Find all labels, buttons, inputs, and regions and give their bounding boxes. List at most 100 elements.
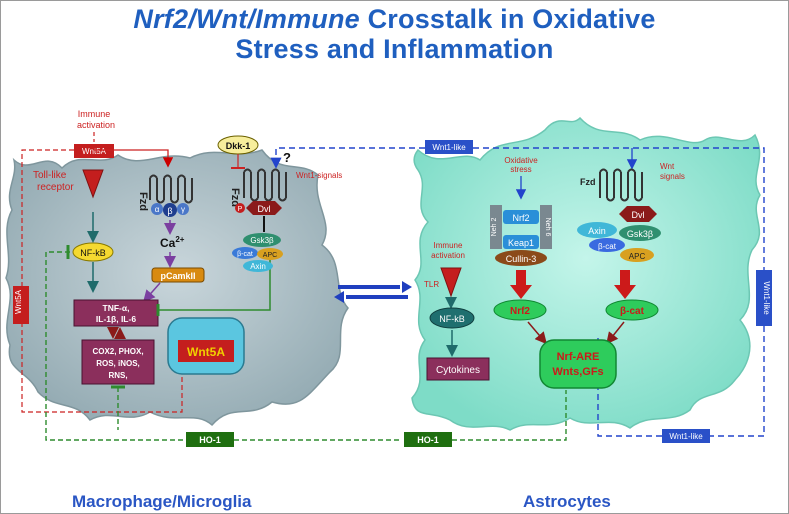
apc-right [620, 248, 654, 262]
keap1-box [503, 235, 539, 249]
astrocyte-nucleus [539, 339, 617, 389]
g-protein-beta [163, 203, 177, 217]
nfkb-left-oval [72, 242, 114, 262]
title-line-1: Nrf2/Wnt/Immune Crosstalk in Oxidative [0, 4, 789, 35]
pcamkii-box [151, 267, 205, 283]
nfkb-right-label: NF-kB [439, 314, 465, 324]
astrocyte-cell-body [411, 116, 761, 431]
bcat-complex-right [589, 238, 625, 252]
g-protein-alpha [151, 203, 163, 215]
fzd-left-label: Fzd [137, 192, 149, 211]
immune-activation-right-2: activation [431, 251, 465, 260]
immune-red-loop [94, 149, 174, 168]
dvl-right [619, 206, 657, 222]
tlr-triangle-left [82, 169, 104, 199]
cullin3-oval [495, 250, 547, 266]
pcamkii-to-cytokines-arrow [143, 282, 161, 303]
ho1-right-box [404, 432, 452, 447]
mediators-line-1: COX2, PHOX, [92, 347, 143, 356]
apc-left-label: APC [263, 252, 277, 259]
wnt5a-nucleus-label: Wnt5A [187, 345, 225, 359]
macrophage-caption: Macrophage/Microglia [72, 492, 252, 511]
nfkb-left-label: NF-kB [80, 248, 106, 258]
immune-activation-left-label-2: activation [77, 120, 115, 130]
wnt-signals-label-2: signals [660, 172, 685, 181]
nrf2-complex-box [503, 210, 539, 224]
immune-activation-left-label: Immune [78, 109, 111, 119]
green-dashed-nfkb [45, 251, 186, 441]
nrf2-free-label: Nrf2 [510, 306, 530, 317]
wnt5a-top-box [74, 144, 114, 158]
nrf2-red-arrow [510, 270, 532, 299]
wnt1-blue-dashed-bottom-left [597, 338, 662, 437]
neh6-label: Neh 6 [544, 218, 551, 237]
wnt1-blue-dashed-line [270, 147, 425, 169]
axin-left-label: Axin [250, 262, 266, 271]
bcat-to-nucleus-arrow [606, 321, 625, 345]
bcat-red-arrow [614, 270, 636, 299]
tlr-triangle-right [440, 267, 462, 298]
gsk3b-left [243, 233, 281, 247]
wnt5a-nucleus-box [178, 340, 234, 362]
wnt1-blue-dashed-bottom [710, 326, 765, 437]
wnt1-like-side-label: Wnt1-like [762, 281, 771, 315]
fzd-canonical-label: Fzd [229, 188, 241, 207]
neh2-domain [490, 205, 502, 249]
wnt1-signals-label: Wnt1-signals [296, 171, 342, 180]
ho1-left-box [186, 432, 234, 447]
apc-right-label: APC [629, 252, 646, 261]
calcium-label: Ca2+ [160, 235, 185, 250]
wnt1-like-bottom-box [662, 429, 710, 443]
nrf2-complex-label: Nrf2 [512, 213, 529, 223]
wnt5a-side-label: Wnt5A [14, 289, 23, 314]
bcat-complex-right-label: β-cat [598, 242, 617, 251]
exchange-arrow-right-head [402, 281, 412, 293]
wnt5a-red-dashed-loop [21, 149, 183, 413]
fzd-receptor-left [149, 174, 193, 204]
bcat-free-oval [605, 299, 659, 321]
wnt5a-side-box [13, 286, 29, 324]
fzd-receptor-right [599, 168, 643, 202]
mediators-box [81, 339, 155, 385]
exchange-arrow-left-head [334, 291, 344, 303]
ho1-green-dashed-right [452, 390, 567, 441]
tlr-label: TLR [424, 280, 439, 289]
neh2-label: Neh 2 [491, 218, 498, 237]
ho1-left-label: HO-1 [199, 435, 221, 445]
axin-right [577, 222, 617, 238]
title-italic-part: Nrf2/Wnt/Immune [133, 4, 360, 34]
gsk3b-right-label: Gsk3β [627, 229, 653, 239]
il-label: IL-1β, IL-6 [96, 314, 136, 324]
wnt1-like-bottom-label: Wnt1-like [669, 432, 703, 441]
astrocytes-caption: Astrocytes [523, 492, 611, 511]
cytokines-right-label: Cytokines [436, 365, 480, 376]
g-protein-gamma-label: γ [181, 205, 185, 214]
tnf-label: TNF-α, [103, 303, 130, 313]
phospho-left [235, 203, 245, 213]
wnt1-like-top-box [425, 140, 473, 154]
keap1-label: Keap1 [508, 238, 534, 248]
oxidative-stress-label-1: Oxidative [504, 156, 538, 165]
nucleus-right-line-2: Wnts,GFs [552, 366, 603, 378]
title-line-2: Stress and Inflammation [235, 34, 554, 64]
nucleus-right-line-1: Nrf-ARE [557, 351, 600, 363]
axin-right-label: Axin [588, 226, 606, 236]
green-line-left-1 [158, 255, 271, 311]
dvl-left-label: Dvl [258, 204, 271, 214]
bcat-left-label: β-cat [237, 251, 253, 258]
nrf2-to-nucleus-arrow [527, 321, 547, 345]
ho1-right-label: HO-1 [417, 435, 439, 445]
question-mark: ? [283, 150, 291, 165]
wnt-signals-label-1: Wnt [660, 162, 675, 171]
g-protein-alpha-label: α [155, 205, 160, 214]
immune-activation-right-1: Immune [434, 241, 463, 250]
dkk1-label: Dkk-1 [226, 141, 251, 151]
bcat-left [232, 247, 258, 259]
toll-like-label-1: Toll-like [33, 170, 67, 181]
oxidative-stress-label-2: stress [510, 165, 531, 174]
wnt5a-top-label: Wnt5A [82, 147, 107, 156]
fzd-receptor-canonical [243, 168, 287, 202]
g-protein-beta-label: β [167, 206, 172, 216]
dvl-left [246, 201, 282, 215]
